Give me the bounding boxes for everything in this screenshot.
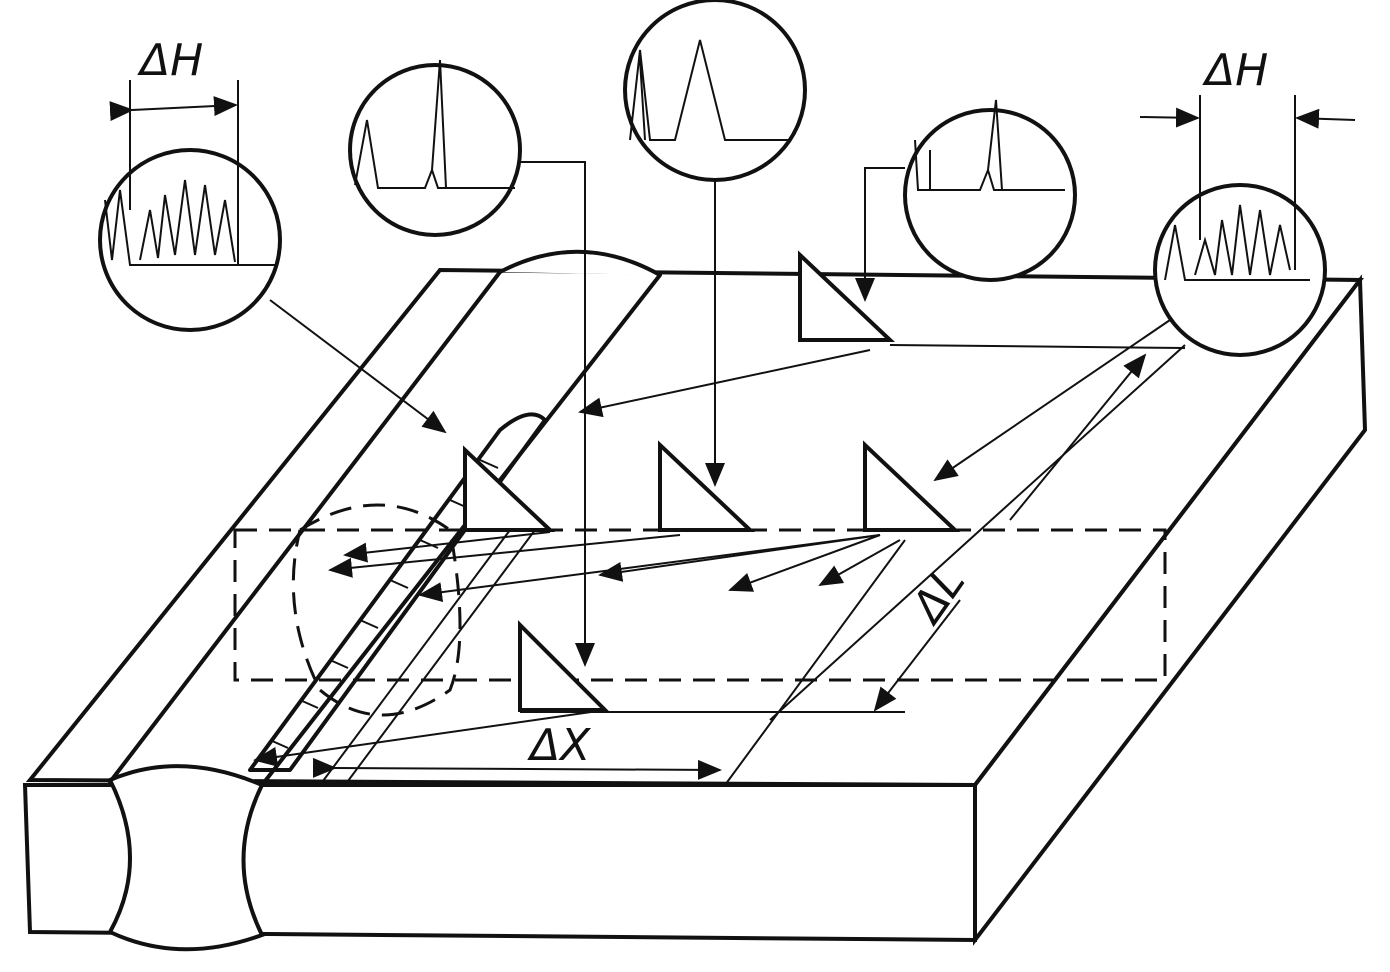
beam [578, 349, 871, 418]
weld-defect [248, 412, 547, 772]
dashed-box [233, 528, 1167, 682]
weld-seam [107, 249, 662, 952]
display-2 [348, 59, 522, 237]
display-noise-left [98, 80, 282, 332]
beam [598, 534, 881, 582]
leader [933, 319, 1171, 482]
signal-displays [98, 0, 1356, 357]
label-delta-h-left: ΔH [137, 35, 203, 86]
weld-bead-top [499, 249, 661, 277]
reference-lines [319, 344, 1186, 786]
ultrasound-beams [253, 349, 901, 767]
label-delta-h-right: ΔH [1202, 45, 1268, 96]
weld-cross-section [107, 764, 265, 952]
probe-5 [798, 250, 896, 342]
probe-4 [518, 620, 610, 712]
delta-h-arrow-left [1139, 107, 1200, 128]
beam [253, 709, 606, 767]
probe-1 [463, 445, 556, 532]
leader [855, 167, 905, 302]
dashed-ellipse [291, 503, 462, 717]
scan-zone [233, 503, 1167, 717]
leader [269, 299, 447, 434]
display-4 [903, 99, 1077, 282]
probe-2 [658, 440, 756, 532]
extension-lines [1199, 95, 1296, 270]
delta-x-dimension [312, 757, 722, 780]
leader [520, 161, 595, 667]
delta-h-arrow-right [1295, 108, 1356, 129]
label-delta-x: ΔX [527, 720, 591, 771]
beam [328, 534, 681, 578]
delta-l-arrow-down [873, 599, 961, 712]
leaders [269, 161, 1171, 667]
beam [343, 531, 551, 563]
display-3 [623, 0, 807, 182]
delta-h-dimension [109, 96, 238, 122]
display-noise-right [1139, 95, 1356, 357]
beam [728, 534, 881, 592]
plate-right-face [973, 274, 1368, 946]
beam [818, 539, 901, 586]
defect-hatching [269, 459, 499, 749]
probes [463, 250, 961, 712]
probe-3 [863, 440, 961, 532]
delta-l-arrow-up [1009, 353, 1147, 521]
